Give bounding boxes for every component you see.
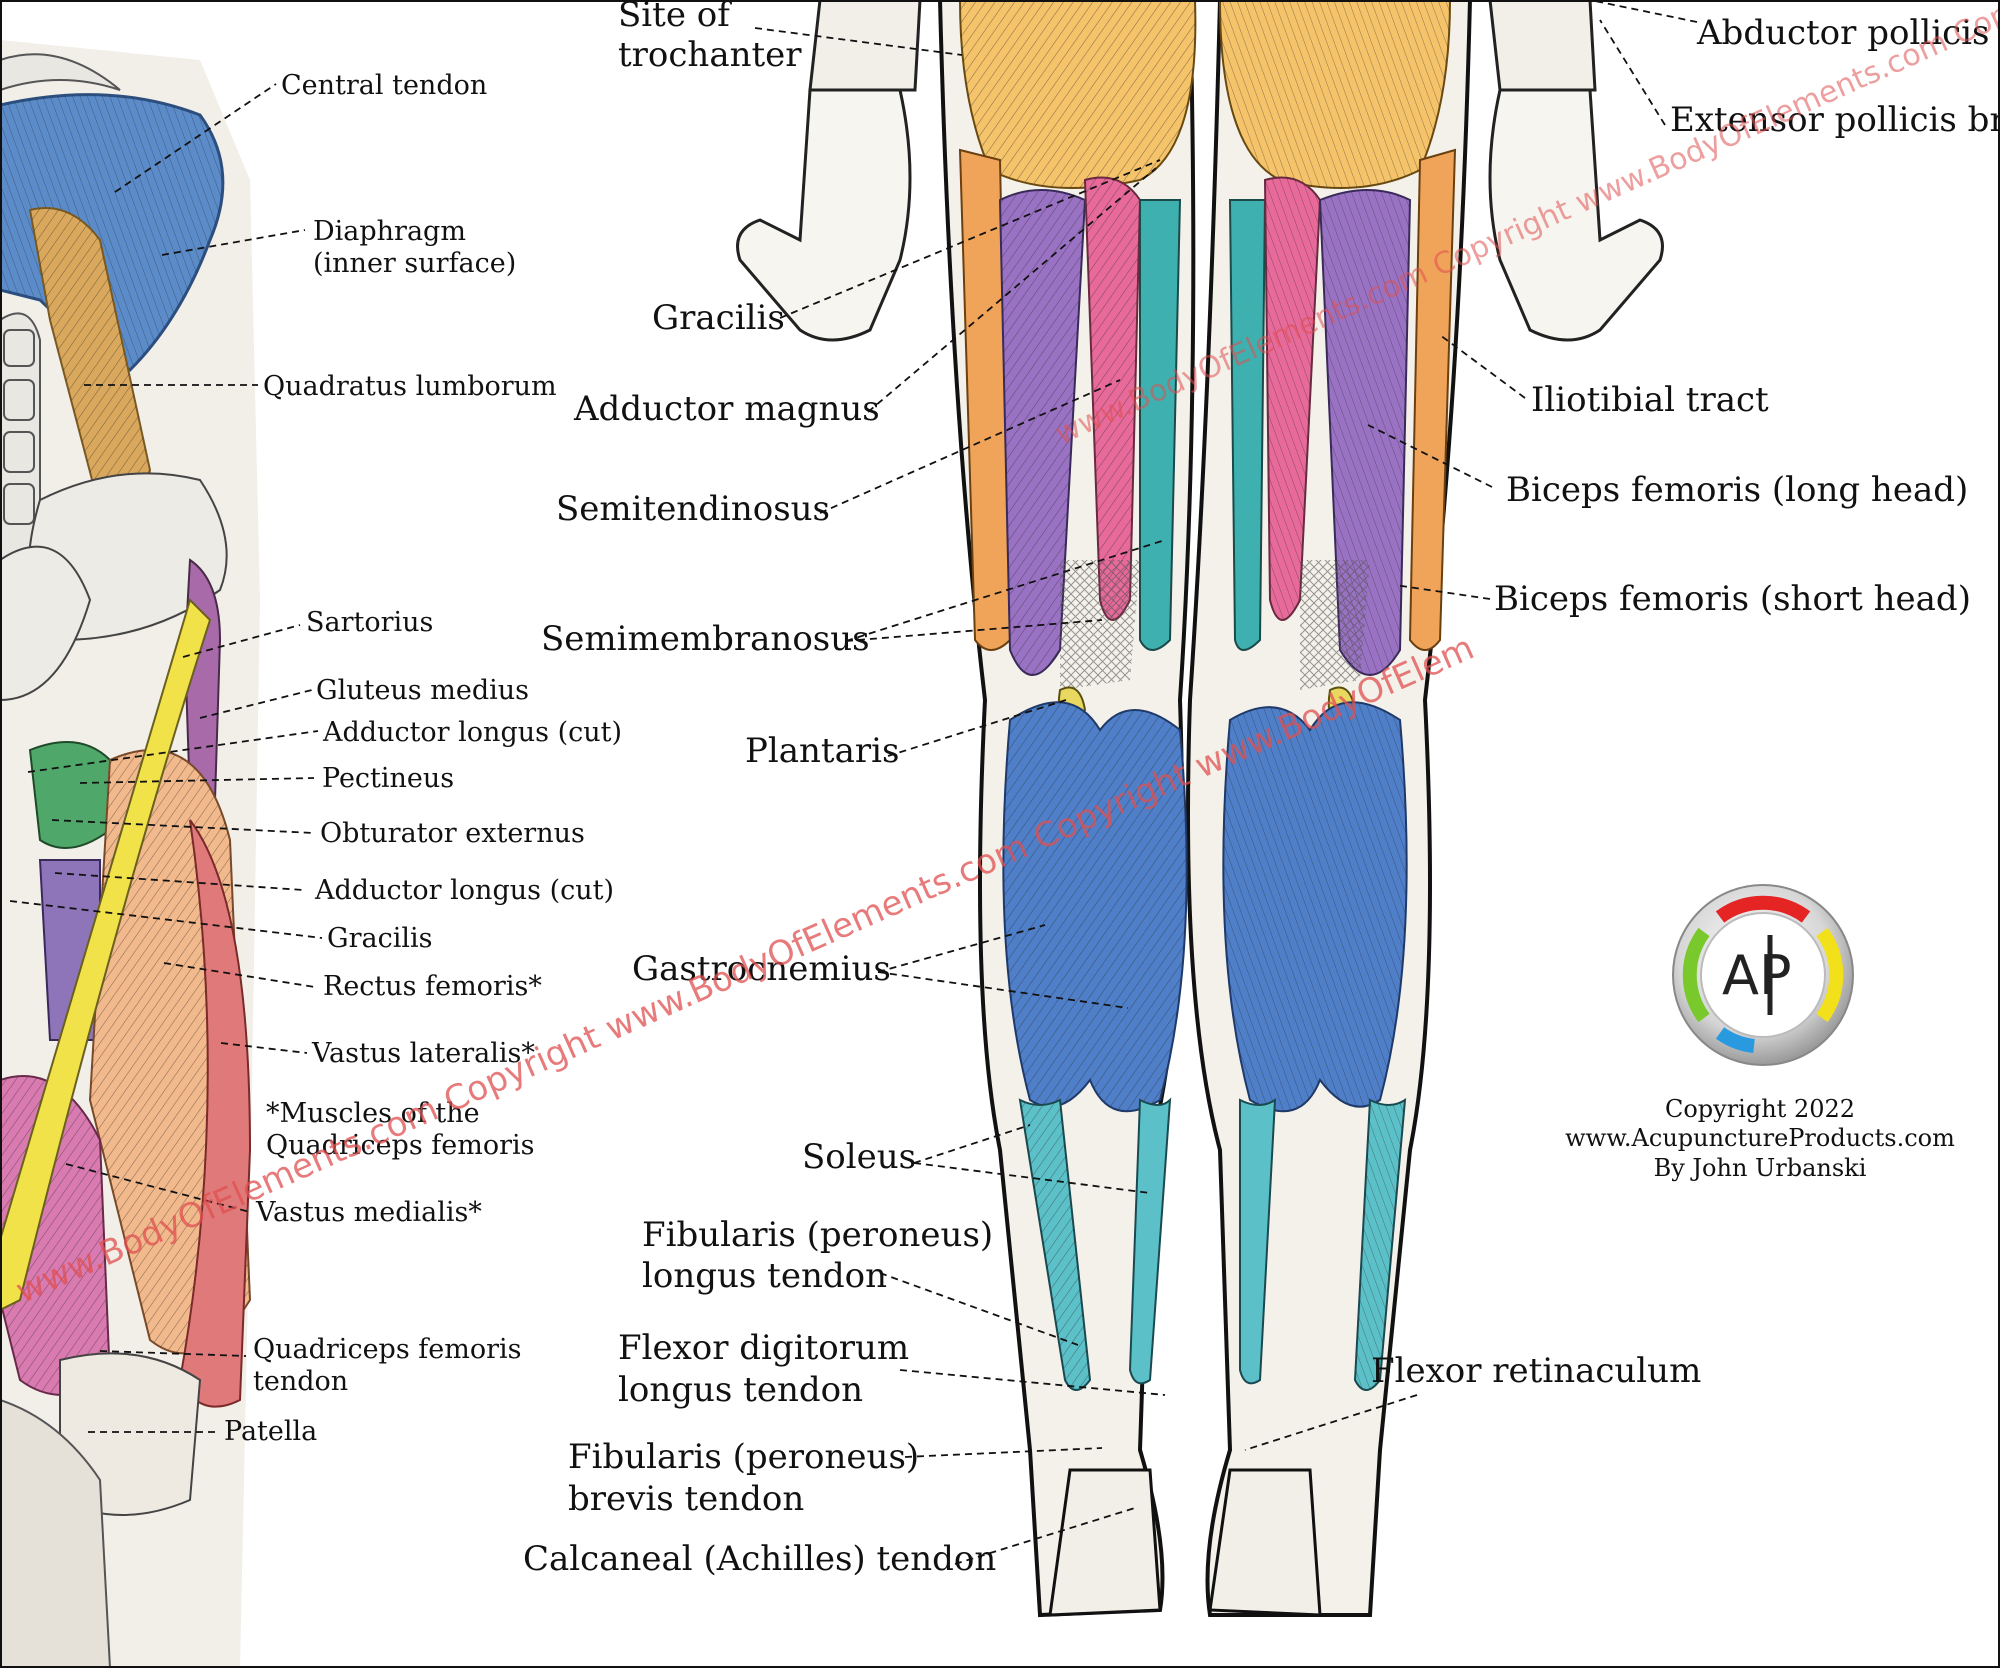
left-foot xyxy=(1048,1468,1162,1617)
label-site-of-trochanter-1: Site of xyxy=(618,0,730,35)
label-sartorius: Sartorius xyxy=(306,607,434,638)
copyright-line-2: www.AcupunctureProducts.com xyxy=(1565,1124,1955,1153)
label-flexor-digitorum-1: Flexor digitorum xyxy=(618,1328,910,1368)
label-diaphragm: Diaphragm xyxy=(313,216,466,247)
label-fibularis-longus-2: longus tendon xyxy=(642,1256,887,1296)
label-obturator-externus: Obturator externus xyxy=(320,818,585,849)
soleus-left-inner xyxy=(1128,1097,1172,1385)
label-quadratus-lumborum: Quadratus lumborum xyxy=(263,371,557,402)
label-patella: Patella xyxy=(224,1416,318,1447)
label-diaphragm-note: (inner surface) xyxy=(313,248,517,279)
label-iliotibial-tract: Iliotibial tract xyxy=(1531,380,1769,420)
label-fibularis-brevis-2: brevis tendon xyxy=(568,1479,805,1519)
iliotibial-right xyxy=(1408,148,1457,651)
label-semitendinosus: Semitendinosus xyxy=(556,489,831,529)
label-rectus-femoris: Rectus femoris* xyxy=(323,971,542,1002)
label-site-of-trochanter-2: trochanter xyxy=(618,35,802,75)
label-adductor-longus-cut-2: Adductor longus (cut) xyxy=(315,875,614,906)
label-adductor-magnus: Adductor magnus xyxy=(574,389,880,429)
label-vastus-medialis: Vastus medialis* xyxy=(256,1197,482,1228)
copyright-line-3: By John Urbanski xyxy=(1653,1153,1867,1182)
label-biceps-short-head: Biceps femoris (short head) xyxy=(1494,579,1971,619)
soleus-right xyxy=(1239,1098,1277,1385)
label-flexor-retinaculum: Flexor retinaculum xyxy=(1371,1351,1702,1391)
label-quad-tendon-2: tendon xyxy=(253,1366,349,1397)
right-foot xyxy=(1208,1468,1322,1617)
label-flexor-digitorum-2: longus tendon xyxy=(618,1370,863,1410)
label-quad-note-2: Quadriceps femoris xyxy=(266,1130,535,1161)
label-central-tendon: Central tendon xyxy=(281,70,488,101)
copyright-line-1: Copyright 2022 xyxy=(1664,1095,1856,1123)
label-extensor-pollicis: Extensor pollicis brev xyxy=(1670,100,2000,140)
right-leader-lines xyxy=(754,0,1698,1565)
label-gracilis-left: Gracilis xyxy=(327,923,433,954)
ap-logo xyxy=(1672,884,1854,1066)
label-gluteus-medius: Gluteus medius xyxy=(316,675,529,706)
right-panel-figure xyxy=(736,0,1664,1618)
label-quad-note-1: *Muscles of the xyxy=(266,1098,480,1129)
label-plantaris: Plantaris xyxy=(745,731,900,771)
logo-letters: AP xyxy=(1722,944,1792,1007)
label-biceps-long-head: Biceps femoris (long head) xyxy=(1506,470,1969,510)
label-gracilis-right: Gracilis xyxy=(652,298,785,338)
right-hand xyxy=(1488,88,1664,342)
label-abductor-pollicis: Abductor pollicis lo xyxy=(1697,13,2000,53)
label-calcaneal-tendon: Calcaneal (Achilles) tendon xyxy=(523,1539,997,1579)
label-gastrocnemius: Gastrocnemius xyxy=(632,949,891,989)
left-panel-figure xyxy=(0,40,260,1668)
left-hand xyxy=(736,88,912,342)
label-adductor-longus-cut-1: Adductor longus (cut) xyxy=(323,717,622,748)
label-vastus-lateralis: Vastus lateralis* xyxy=(312,1038,535,1069)
label-pectineus: Pectineus xyxy=(322,763,455,794)
label-quad-tendon-1: Quadriceps femoris xyxy=(253,1334,522,1365)
label-semimembranosus: Semimembranosus xyxy=(541,619,870,659)
sartorius xyxy=(0,598,212,1312)
label-fibularis-brevis-1: Fibularis (peroneus) xyxy=(568,1437,920,1477)
semimembranosus-left xyxy=(1139,199,1182,651)
label-fibularis-longus-1: Fibularis (peroneus) xyxy=(642,1215,994,1255)
left-leader-lines xyxy=(9,83,323,1433)
copyright-block: Copyright 2022 www.AcupunctureProducts.c… xyxy=(1560,1095,1960,1183)
semimembranosus-right xyxy=(1228,199,1267,651)
label-soleus: Soleus xyxy=(802,1137,917,1177)
